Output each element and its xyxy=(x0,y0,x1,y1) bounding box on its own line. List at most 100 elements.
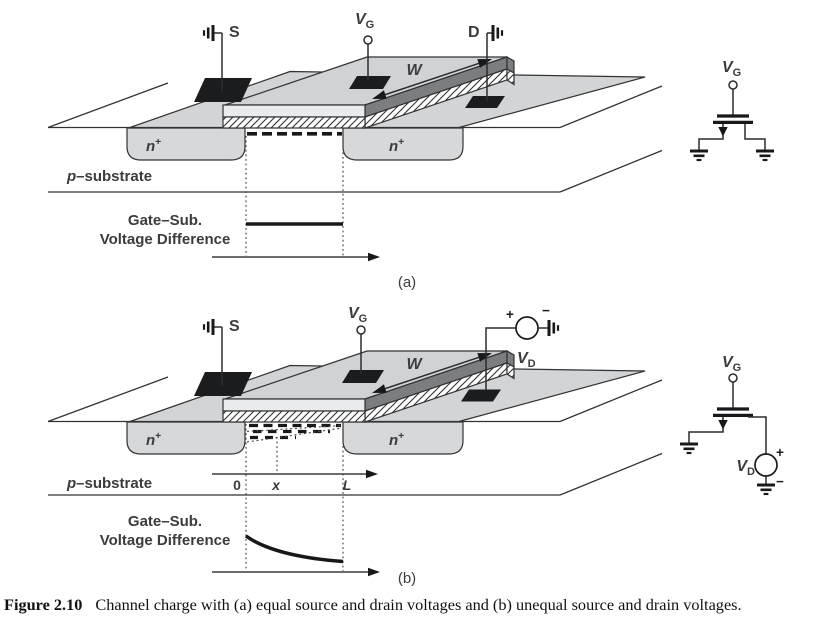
n-plus-label-right: n+ xyxy=(389,136,404,155)
drain-wire xyxy=(748,416,767,454)
plus-sign: + xyxy=(506,307,514,322)
n-plus-well-right xyxy=(342,127,464,161)
substrate-bottom-right-slant xyxy=(559,452,663,496)
n-plus-label-right: n+ xyxy=(389,430,404,449)
channel-charge-wedge xyxy=(246,423,343,443)
figure-caption: Figure 2.10 Channel charge with (a) equal… xyxy=(4,595,824,615)
substrate-bottom-right-slant xyxy=(559,149,663,193)
figure-caption-text: Channel charge with (a) equal source and… xyxy=(95,595,742,614)
drain-voltage-source-b: + − VD xyxy=(485,303,560,390)
taper-line-upper xyxy=(246,424,343,433)
drain-terminal-a: D xyxy=(468,23,504,101)
width-arrow-line xyxy=(375,353,489,393)
arrow-head-icon xyxy=(372,90,387,99)
panel-a: W S VG D n+ n+ p–substrate Gate xyxy=(47,11,663,291)
axis-origin-label: 0 xyxy=(233,477,241,493)
gate-voltage-label: VG xyxy=(722,354,741,374)
n-plus-label-left: n+ xyxy=(146,136,161,155)
ground-icon xyxy=(491,23,504,43)
terminal-node-icon xyxy=(363,35,373,45)
gate-contact-pad xyxy=(342,370,384,383)
axis-length-label: L xyxy=(343,477,352,493)
axis-arrow-icon xyxy=(368,252,380,262)
source-contact-pad xyxy=(194,372,252,396)
plot-label-line2: Voltage Difference xyxy=(100,532,231,549)
voltage-source-icon xyxy=(515,316,539,340)
oxide-front-face xyxy=(222,116,366,129)
gate-voltage-label: VG xyxy=(348,305,367,325)
substrate-top-right-slant xyxy=(559,379,663,423)
circuit-a: VG xyxy=(688,59,776,162)
gate-terminal-b: VG xyxy=(348,305,367,374)
oxide-end-cap xyxy=(506,67,515,86)
ground-icon xyxy=(755,483,777,496)
panel-b: W S VG + − VD xyxy=(47,303,663,587)
ground-icon xyxy=(202,317,215,337)
drain-contact-pad xyxy=(461,389,501,402)
substrate-label: p–substrate xyxy=(66,475,152,492)
width-arrow-line xyxy=(375,59,489,99)
source-arrow-icon xyxy=(718,420,728,430)
gate-front-face xyxy=(222,104,366,118)
source-terminal-b: S xyxy=(202,317,240,386)
plot-label-line2: Voltage Difference xyxy=(100,231,231,248)
oxide-front-face xyxy=(222,410,366,423)
drain-contact-pad xyxy=(465,96,505,108)
source-contact-pad xyxy=(194,78,252,102)
source-label: S xyxy=(229,318,240,335)
position-axis: 0 x L xyxy=(212,469,378,493)
gate-voltage-label: VG xyxy=(355,11,374,31)
plot-label-line1: Gate–Sub. xyxy=(128,212,202,229)
minus-sign: − xyxy=(776,474,784,489)
source-arrow-icon xyxy=(718,127,728,137)
gate-front-face xyxy=(222,398,366,412)
arrow-head-icon xyxy=(477,353,492,362)
ground-icon xyxy=(678,442,700,455)
ground-icon xyxy=(688,149,710,162)
circuit-b: VG + − VD xyxy=(678,354,784,496)
voltage-curve-decaying xyxy=(244,534,344,564)
gate-terminal-a: VG xyxy=(355,11,374,80)
panel-tag-b: (b) xyxy=(398,570,416,587)
source-terminal-a: S xyxy=(202,23,240,92)
drain-label: D xyxy=(468,24,480,41)
voltage-source-icon xyxy=(754,453,778,477)
terminal-node-icon xyxy=(728,80,738,90)
gate-contact-pad xyxy=(349,76,391,89)
substrate-top-left-slant xyxy=(47,376,169,423)
drain-wire xyxy=(744,124,766,150)
figure-caption-label: Figure 2.10 xyxy=(4,595,83,614)
width-arrow-b: W xyxy=(372,353,492,393)
n-plus-label-left: n+ xyxy=(146,430,161,449)
source-label: S xyxy=(229,24,240,41)
oxide-end-cap xyxy=(506,361,515,380)
width-label: W xyxy=(406,356,423,373)
voltage-plot-b: Gate–Sub. Voltage Difference xyxy=(100,513,380,577)
n-plus-well-right xyxy=(342,421,464,455)
terminal-node-icon xyxy=(356,325,366,335)
source-wire xyxy=(688,417,724,443)
substrate-top-right-slant xyxy=(559,85,663,129)
plot-label-line1: Gate–Sub. xyxy=(128,513,202,530)
axis-arrow-icon xyxy=(366,469,378,479)
ground-icon xyxy=(547,318,560,338)
panel-tag-a: (a) xyxy=(398,274,416,291)
substrate-top-left-slant xyxy=(47,82,169,129)
minus-sign: − xyxy=(542,303,550,318)
drain-voltage-label: VD xyxy=(517,350,536,370)
substrate-label: p–substrate xyxy=(66,168,152,185)
axis-x-label: x xyxy=(271,477,281,493)
width-label: W xyxy=(406,62,423,79)
taper-line-lower xyxy=(246,427,343,443)
plus-sign: + xyxy=(776,445,784,460)
arrow-head-icon xyxy=(477,59,492,68)
terminal-node-icon xyxy=(728,373,738,383)
width-arrow-a: W xyxy=(372,59,492,99)
drain-voltage-label: VD xyxy=(736,458,755,478)
drain-wire xyxy=(485,327,516,390)
ground-icon xyxy=(202,23,215,43)
gate-voltage-label: VG xyxy=(722,59,741,79)
arrow-head-icon xyxy=(372,384,387,393)
ground-icon xyxy=(754,149,776,162)
